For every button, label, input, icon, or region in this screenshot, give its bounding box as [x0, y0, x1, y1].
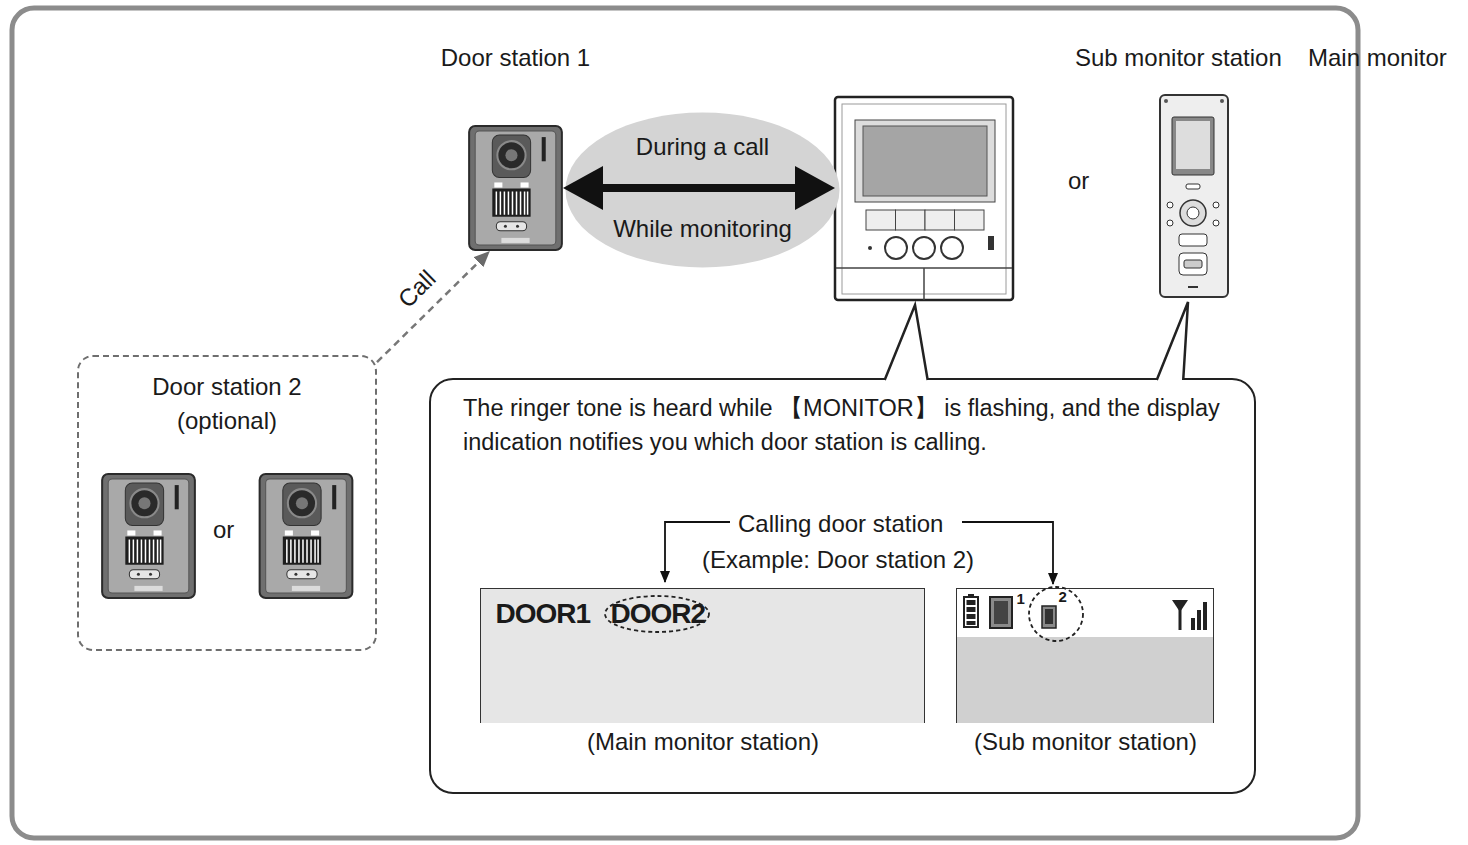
soft-button	[866, 210, 896, 230]
screw-dot	[1164, 99, 1168, 103]
callout-tail	[885, 305, 928, 380]
side-key	[1167, 220, 1173, 226]
door-station-illustration	[260, 474, 353, 598]
nav-ring	[1180, 200, 1206, 226]
key-mark	[1184, 260, 1202, 268]
door-icon	[1042, 606, 1056, 628]
battery-bar	[967, 614, 976, 619]
call-arrow	[377, 261, 480, 362]
highlight-ring	[605, 596, 709, 632]
highlight-ring	[1029, 587, 1083, 641]
signal-bar	[1191, 618, 1195, 630]
optional-door-station-group: Door station 2 (optional) or	[77, 355, 377, 651]
round-button	[941, 237, 963, 259]
screen-caption: (Sub monitor station)	[947, 727, 1225, 757]
annotation-text: Calling door station	[738, 509, 943, 539]
signal-bar	[1197, 610, 1201, 630]
door-icon	[990, 597, 1012, 628]
station-heading: Main monitor	[1308, 43, 1447, 73]
display-text: DOOR2	[611, 599, 706, 629]
call-state-ellipse: During a callWhile monitoring	[565, 112, 840, 268]
outer-frame	[12, 8, 1358, 838]
soft-button	[925, 210, 955, 230]
sub-monitor-illustration	[1160, 95, 1228, 297]
annotation-text: (Example: Door station 2)	[702, 545, 974, 575]
edge-label: Call	[391, 264, 442, 314]
battery-body	[964, 597, 978, 627]
door-station: Door station 1	[468, 125, 563, 251]
panel-seam	[836, 268, 1012, 300]
ellipse-fill	[566, 113, 840, 268]
monitor-screen	[863, 126, 987, 196]
station-heading: Door station 1	[408, 43, 623, 73]
indicator-bar	[988, 236, 994, 250]
mic-dot	[868, 246, 872, 250]
round-button	[913, 237, 935, 259]
leader-line	[962, 522, 1053, 584]
state-text: While monitoring	[565, 214, 840, 244]
round-button	[885, 237, 907, 259]
handset-slot	[1186, 184, 1200, 189]
handset-key	[1179, 234, 1207, 246]
main-monitor-station: Main monitor	[835, 97, 1014, 301]
battery-bar	[967, 607, 976, 612]
sub-screen: 12(Sub monitor station)	[956, 588, 1214, 723]
door-icon-face	[994, 601, 1008, 624]
door-icon-face	[1045, 609, 1053, 624]
screen-bezel	[855, 120, 995, 202]
side-key	[1213, 202, 1219, 208]
battery-bar	[967, 600, 976, 605]
handset-key	[1179, 253, 1207, 275]
screen-caption: (Main monitor station)	[481, 727, 926, 757]
leader-line	[665, 522, 730, 582]
icon-number: 2	[1059, 589, 1067, 605]
screw-dot	[1220, 99, 1224, 103]
alternative-word: or	[213, 515, 234, 545]
nav-center	[1187, 207, 1199, 219]
battery-bar	[967, 621, 976, 625]
display-text: DOOR1	[496, 599, 591, 629]
door-station-illustration	[102, 474, 195, 598]
door-station-illustration	[469, 126, 562, 250]
group-heading: Door station 2 (optional)	[127, 370, 327, 438]
soft-button	[896, 210, 926, 230]
side-key	[1167, 202, 1173, 208]
main-screen: DOOR1DOOR2(Main monitor station)	[480, 588, 925, 723]
side-key	[1213, 220, 1219, 226]
soft-button	[955, 210, 985, 230]
battery-cap	[968, 594, 974, 597]
station-heading: Sub monitor station	[1075, 43, 1282, 73]
screen-bezel	[1172, 117, 1214, 175]
antenna-head	[1172, 600, 1188, 612]
alternative-word: or	[1068, 166, 1089, 196]
main-monitor-illustration	[835, 97, 1013, 300]
icon-number: 1	[1017, 591, 1025, 607]
callout-text: The ringer tone is heard while 【MONITOR】…	[463, 391, 1253, 459]
monitor-housing	[835, 97, 1013, 300]
sub-monitor-station: Sub monitor station	[1160, 95, 1229, 298]
signal-icon	[1172, 600, 1207, 630]
signal-bar	[1203, 602, 1207, 630]
callout-box: The ringer tone is heard while 【MONITOR】…	[429, 378, 1256, 794]
antenna-mast	[1179, 600, 1182, 630]
monitor-bevel	[842, 104, 1006, 294]
handset-housing	[1160, 95, 1228, 297]
callout-tail	[1157, 302, 1188, 380]
bidirectional-arrow	[599, 184, 799, 192]
battery-icon	[964, 594, 978, 627]
mic-slot	[1188, 286, 1198, 288]
state-text: During a call	[565, 132, 840, 162]
handset-screen	[1176, 121, 1210, 169]
